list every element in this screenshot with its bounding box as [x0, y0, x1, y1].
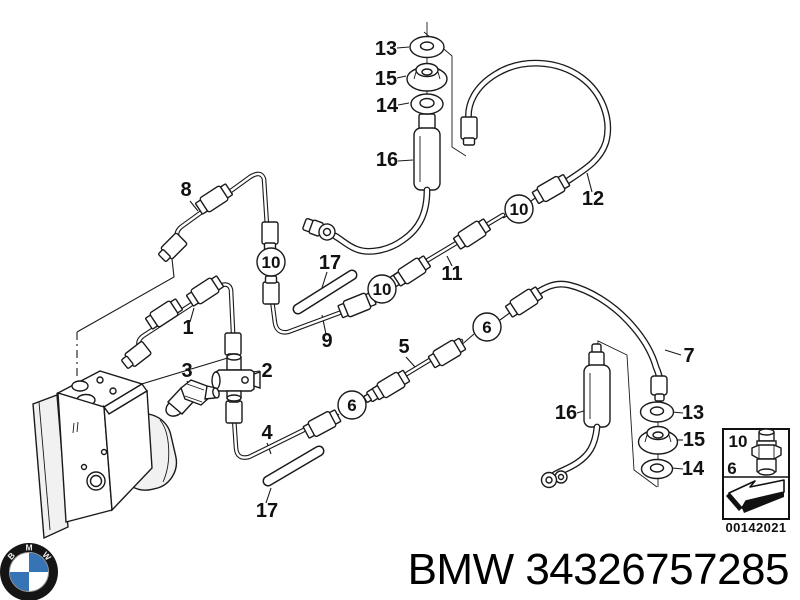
pipe-1 — [118, 273, 242, 372]
part-label-1: 1 — [182, 317, 193, 339]
part-label-13-top: 13 — [375, 38, 397, 60]
callout-6-a-text: 6 — [347, 396, 356, 415]
legend-bottom-label: 6 — [727, 459, 736, 478]
tube-17-upper — [292, 269, 358, 315]
part-labels: 8 13 15 14 16 12 17 11 1 9 5 3 2 4 7 16 … — [180, 38, 705, 522]
part-label-9: 9 — [321, 330, 332, 352]
part-label-14-bottom: 14 — [682, 458, 705, 480]
callout-10-a: 10 — [256, 247, 286, 277]
part-label-8: 8 — [180, 179, 191, 201]
part-label-16-bottom: 16 — [555, 402, 577, 424]
washer-stack-top — [406, 35, 448, 115]
hose-9 — [262, 275, 378, 335]
part-label-5: 5 — [398, 336, 409, 358]
logo-letter-m: M — [25, 543, 32, 553]
part-label-12: 12 — [582, 188, 604, 210]
part-16-bottom — [540, 343, 611, 489]
banjo-fitting — [302, 218, 336, 241]
part-label-7: 7 — [683, 345, 694, 367]
callout-6-b: 6 — [472, 312, 502, 342]
hose-12 — [460, 59, 612, 207]
hose-7 — [503, 280, 668, 402]
tee-connector — [211, 353, 261, 402]
legend-top-label: 10 — [729, 432, 748, 451]
union-fitting-icon — [751, 428, 782, 476]
callout-10-b: 10 — [367, 274, 397, 304]
callout-6-a: 6 — [337, 390, 367, 420]
part-number-caption: BMW 34326757285 — [408, 545, 789, 594]
callout-10-a-text: 10 — [262, 253, 281, 272]
part-label-11: 11 — [441, 263, 462, 285]
doc-number: 00142021 — [725, 520, 786, 535]
bmw-logo: B M W — [0, 543, 58, 600]
pipe-11 — [381, 212, 506, 293]
callout-6-b-text: 6 — [482, 318, 491, 337]
callout-10-c-text: 10 — [510, 200, 529, 219]
part-label-17-upper: 17 — [319, 252, 341, 274]
hose-end-fitting — [650, 375, 668, 402]
tube-17-lower — [262, 445, 325, 487]
direction-arrow-icon — [726, 479, 785, 513]
part-label-16-top: 16 — [376, 149, 398, 171]
part-label-2: 2 — [261, 360, 272, 382]
part-16-top — [302, 105, 441, 255]
part-label-4: 4 — [261, 422, 273, 444]
pipe-8 — [155, 171, 279, 265]
pipe-5 — [361, 335, 468, 405]
part-label-14-top: 14 — [376, 95, 399, 117]
washer-stack-bottom — [637, 401, 679, 480]
callout-10-c: 10 — [504, 194, 534, 224]
part-label-17-lower: 17 — [256, 500, 278, 522]
pipe-4 — [225, 394, 343, 460]
part-label-15-bottom: 15 — [683, 429, 705, 451]
part-label-3: 3 — [181, 360, 192, 382]
legend-box: 10 6 — [722, 428, 790, 520]
banjo-fitting — [540, 470, 568, 489]
part-label-13-bottom: 13 — [682, 402, 704, 424]
callout-10-b-text: 10 — [373, 280, 392, 299]
part-label-15-top: 15 — [375, 68, 397, 90]
abs-hydraulic-unit — [32, 370, 178, 540]
logo-letter-b: B — [5, 550, 17, 561]
pressure-sensor — [165, 379, 220, 417]
